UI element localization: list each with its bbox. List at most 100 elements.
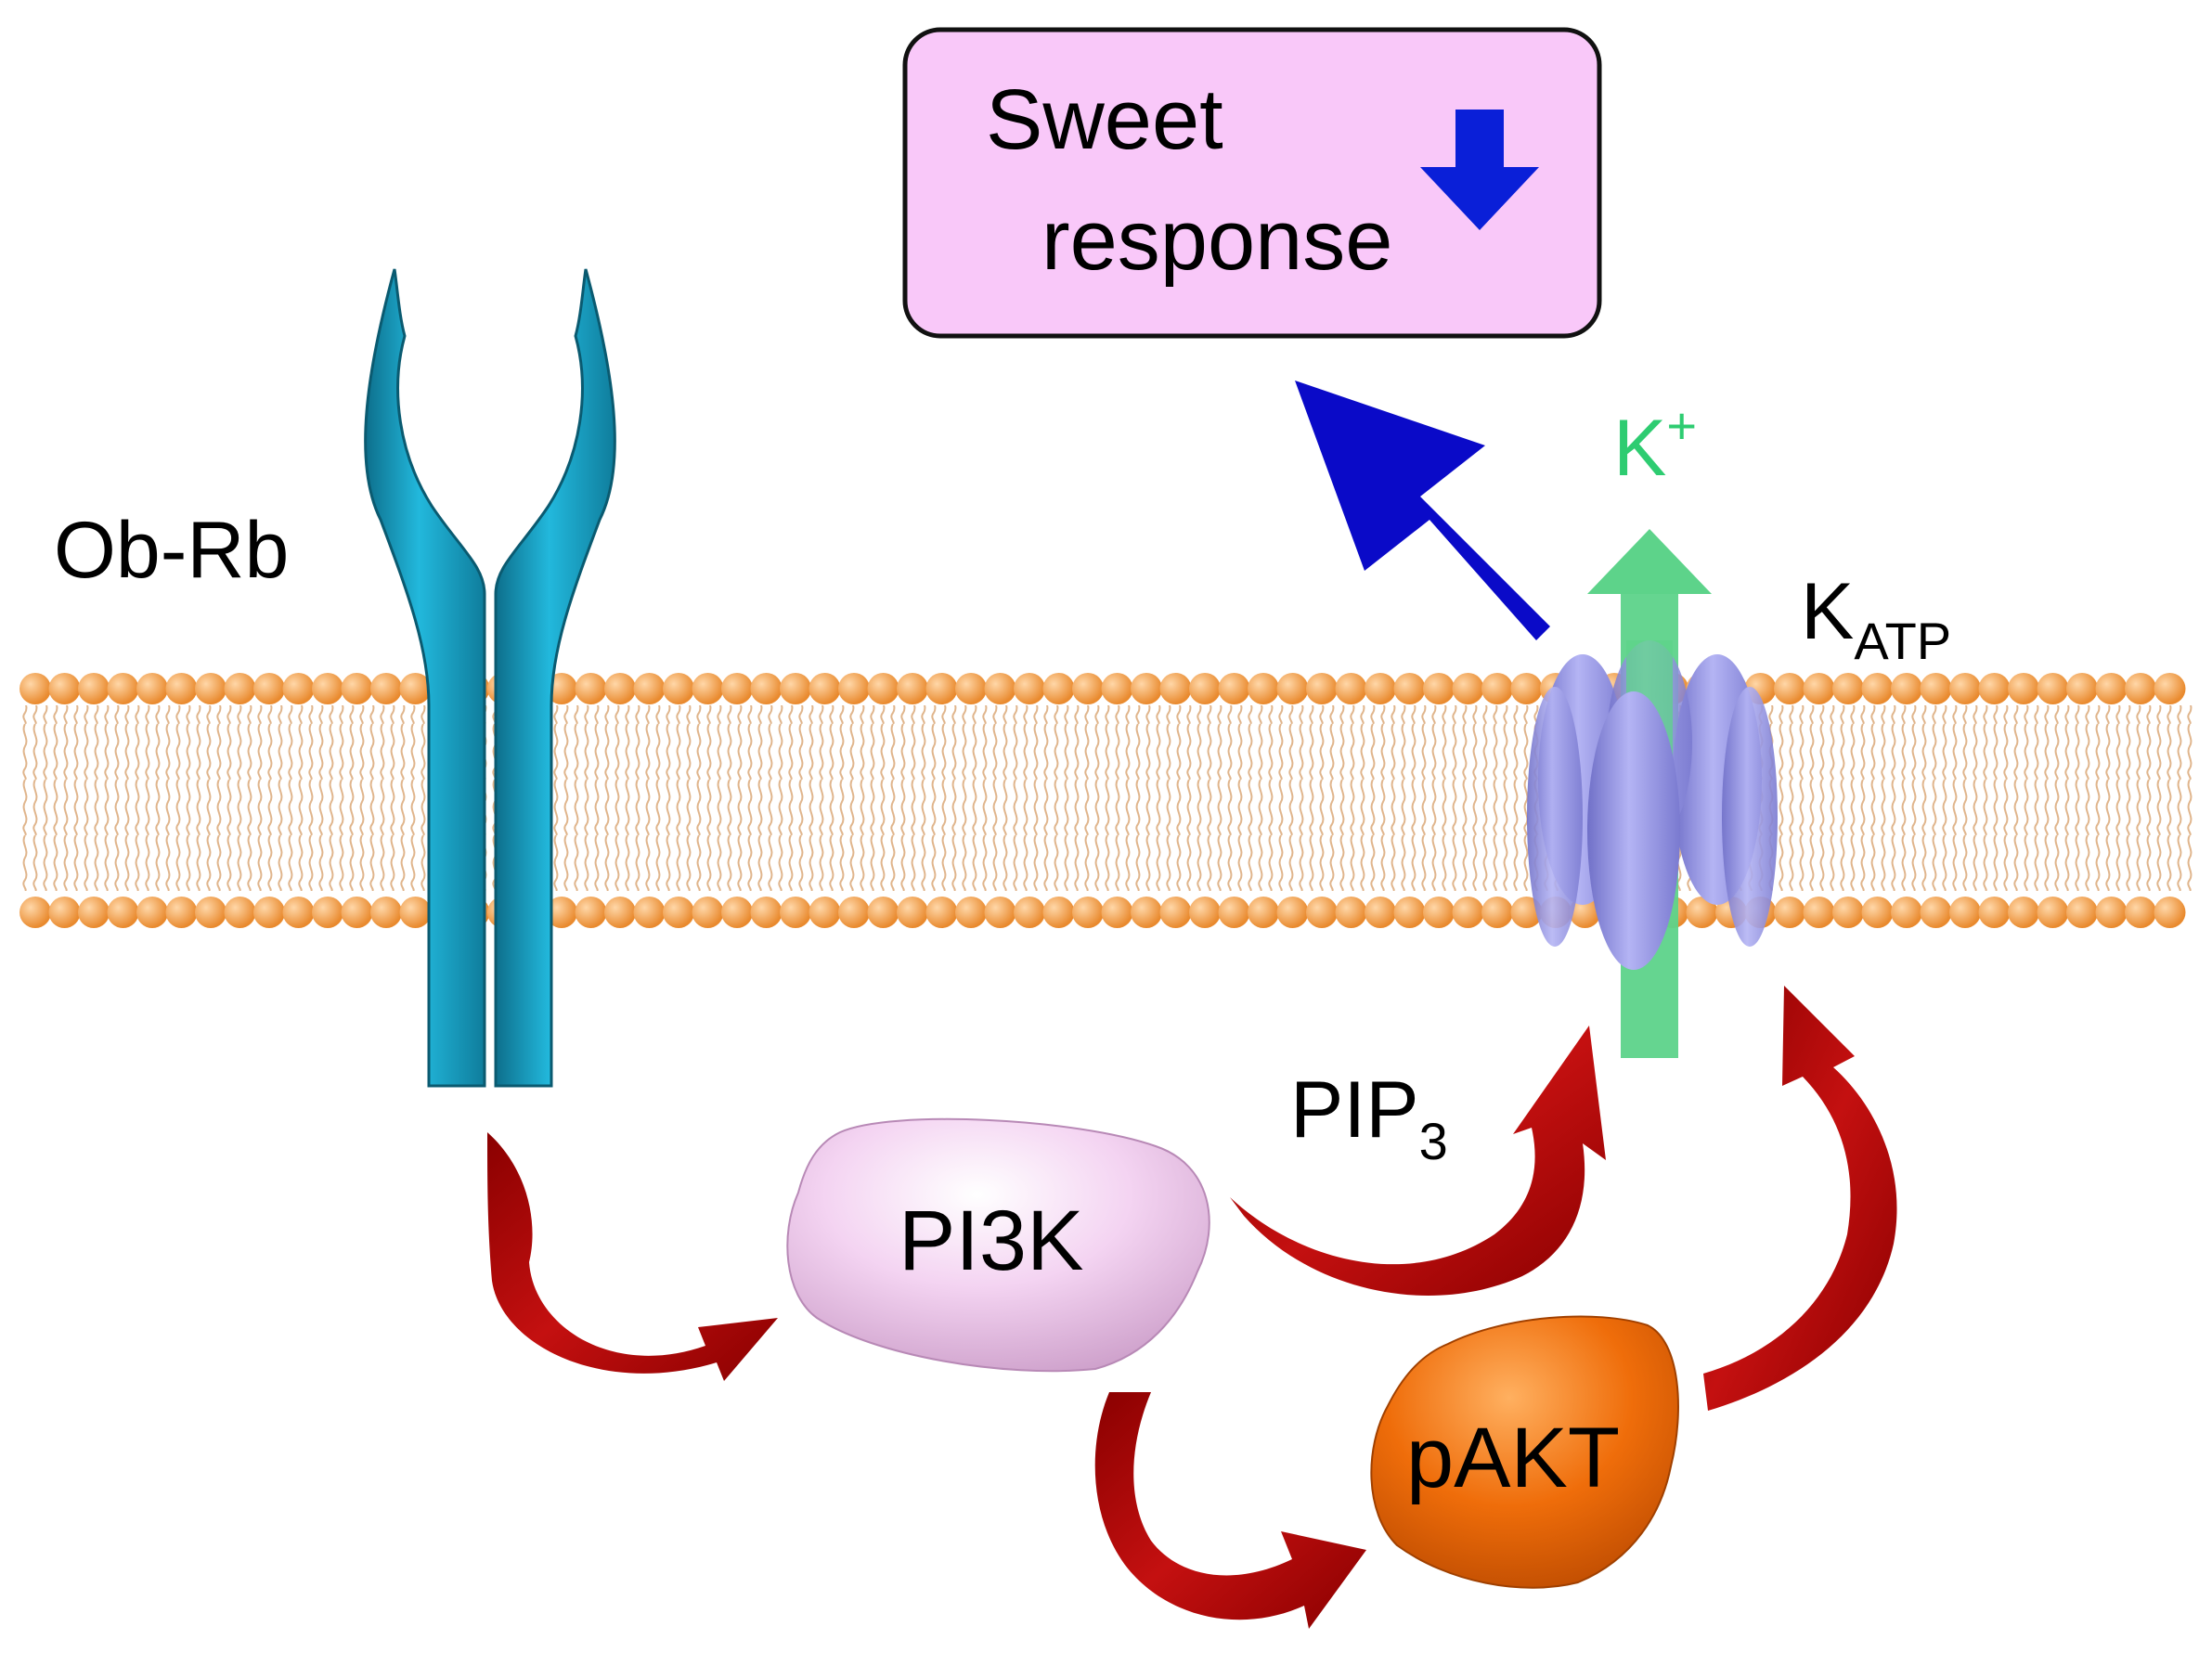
lipid-head — [575, 897, 607, 928]
lipid-head — [1978, 673, 2011, 704]
response-label-line1: Sweet — [986, 72, 1223, 167]
lipid-head — [1306, 673, 1338, 704]
lipid-head — [1393, 673, 1426, 704]
lipid-head — [312, 897, 343, 928]
lipid-heads-outer — [19, 673, 2186, 704]
lipid-head — [925, 673, 958, 704]
lipid-head — [897, 897, 928, 928]
lipid-head — [1510, 673, 1543, 704]
sweet-response-box: Sweet response — [902, 27, 1602, 339]
lipid-head — [195, 897, 226, 928]
lipid-head — [2154, 897, 2186, 928]
big-blue-arrow — [1295, 381, 1550, 640]
lipid-head — [2037, 897, 2069, 928]
lipid-head — [984, 673, 1016, 704]
lipid-head — [19, 673, 51, 704]
down-arrow-icon — [1420, 110, 1539, 230]
arrow-pi3k-to-channel — [1230, 1026, 1606, 1296]
lipid-head — [78, 673, 110, 704]
pathway-arrows — [487, 986, 1897, 1629]
lipid-head — [2066, 897, 2098, 928]
lipid-head — [2095, 897, 2128, 928]
lipid-head — [955, 897, 987, 928]
lipid-head — [1159, 673, 1192, 704]
pakt-protein: pAKT — [1370, 1315, 1679, 1589]
lipid-head — [867, 673, 899, 704]
lipid-head — [399, 897, 432, 928]
arrow-receptor-to-pi3k — [487, 1132, 778, 1381]
lipid-head — [1218, 897, 1250, 928]
lipid-head — [2008, 897, 2039, 928]
lipid-head — [253, 673, 285, 704]
lipid-head — [1861, 673, 1894, 704]
lipid-head — [955, 673, 987, 704]
receptor-left-arm — [364, 268, 486, 1088]
lipid-head — [692, 897, 724, 928]
lipid-head — [136, 673, 168, 704]
lipid-head — [1569, 897, 1601, 928]
lipid-head — [1832, 673, 1864, 704]
pi3k-protein: PI3K — [786, 1117, 1210, 1373]
channel-subunit-4 — [1587, 691, 1680, 970]
arrow-pi3k-to-pakt — [1094, 1392, 1366, 1629]
ob-rb-receptor — [364, 268, 616, 1088]
lipid-head — [1218, 673, 1250, 704]
lipid-head — [165, 897, 198, 928]
arrow-pakt-to-channel — [1703, 986, 1897, 1411]
lipid-head — [78, 897, 110, 928]
response-label-line2: response — [1041, 193, 1392, 288]
lipid-head — [1920, 673, 1952, 704]
lipid-head — [838, 897, 870, 928]
lipid-heads-inner — [19, 897, 2186, 928]
lipid-head — [1131, 673, 1162, 704]
lipid-head — [1423, 673, 1455, 704]
lipid-head — [1189, 897, 1221, 928]
lipid-head — [1774, 897, 1805, 928]
lipid-head — [2037, 673, 2069, 704]
lipid-tails — [19, 705, 2195, 891]
lipid-head — [107, 897, 139, 928]
lipid-head — [808, 897, 841, 928]
lipid-head — [897, 673, 928, 704]
lipid-head — [1072, 673, 1104, 704]
lipid-head — [1481, 673, 1513, 704]
lipid-head — [282, 897, 315, 928]
lipid-head — [1423, 897, 1455, 928]
lipid-head — [2066, 673, 2098, 704]
lipid-head — [1891, 673, 1922, 704]
lipid-head — [1101, 673, 1133, 704]
lipid-head — [1891, 897, 1922, 928]
lipid-head — [1042, 673, 1075, 704]
lipid-head — [604, 897, 636, 928]
lipid-head — [224, 673, 256, 704]
lipid-head — [1481, 897, 1513, 928]
lipid-head — [808, 673, 841, 704]
lipid-head — [721, 897, 753, 928]
lipid-head — [136, 897, 168, 928]
lipid-head — [1774, 673, 1805, 704]
lipid-head — [1189, 673, 1221, 704]
lipid-head — [721, 673, 753, 704]
lipid-head — [1014, 673, 1045, 704]
lipid-head — [253, 897, 285, 928]
lipid-head — [1920, 897, 1952, 928]
lipid-head — [1131, 897, 1162, 928]
lipid-head — [1452, 673, 1484, 704]
lipid-head — [165, 673, 198, 704]
lipid-head — [2008, 673, 2039, 704]
lipid-head — [984, 897, 1016, 928]
lipid-head — [663, 897, 694, 928]
lipid-head — [1365, 673, 1396, 704]
lipid-head — [1365, 897, 1396, 928]
lipid-head — [867, 897, 899, 928]
ion-flow-arrowhead — [1587, 529, 1712, 594]
lipid-head — [1335, 673, 1367, 704]
cell-membrane — [19, 673, 2195, 928]
lipid-head — [1686, 897, 1718, 928]
lipid-head — [1276, 897, 1309, 928]
katp-channel — [1527, 640, 1778, 970]
lipid-head — [1248, 673, 1279, 704]
lipid-head — [1276, 673, 1309, 704]
lipid-head — [107, 673, 139, 704]
